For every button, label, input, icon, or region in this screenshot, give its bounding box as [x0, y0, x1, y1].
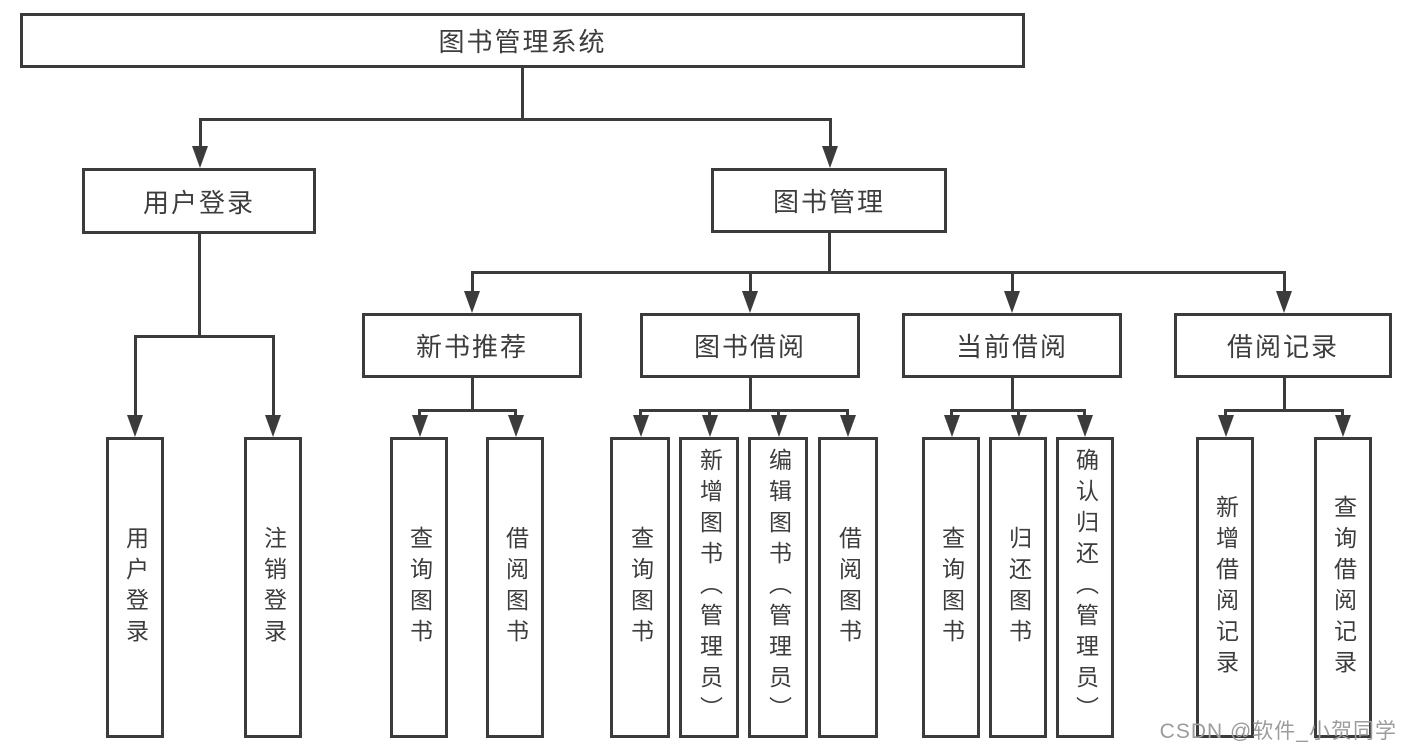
connector-line: [1341, 409, 1344, 419]
connector-line: [639, 409, 849, 412]
connector-line: [1011, 378, 1014, 411]
arrow-down-icon: [192, 146, 208, 168]
connector-line: [1224, 409, 1227, 419]
leaf-logout: 注销登录: [244, 437, 302, 738]
arrow-down-icon: [702, 415, 718, 437]
arrow-down-icon: [127, 415, 143, 437]
connector-line: [777, 409, 780, 419]
arrow-down-icon: [822, 146, 838, 168]
connector-line: [134, 335, 137, 417]
leaf-current-return-books: 归还图书: [989, 437, 1047, 738]
connector-line: [199, 118, 832, 121]
connector-line: [950, 409, 953, 419]
leaf-borrowing-edit-books-admin: 编辑图书（管理员）: [748, 437, 808, 738]
arrow-down-icon: [1004, 291, 1020, 313]
connector-line: [514, 409, 517, 419]
connector-line: [1283, 271, 1286, 296]
connector-line: [521, 67, 524, 119]
node-borrowing-records: 借阅记录: [1174, 313, 1392, 378]
leaf-borrowing-borrow-books: 借阅图书: [818, 437, 878, 738]
connector-line: [1224, 409, 1344, 412]
watermark: CSDN @软件_小贺同学: [1159, 720, 1397, 743]
arrow-down-icon: [1218, 415, 1234, 437]
arrow-down-icon: [633, 415, 649, 437]
arrow-down-icon: [1011, 415, 1027, 437]
node-current-borrowing: 当前借阅: [902, 313, 1122, 378]
connector-line: [1017, 409, 1020, 419]
arrow-down-icon: [840, 415, 856, 437]
arrow-down-icon: [508, 415, 524, 437]
connector-line: [1283, 378, 1286, 411]
arrow-down-icon: [1276, 291, 1292, 313]
arrow-down-icon: [771, 415, 787, 437]
node-library-system: 图书管理系统: [20, 13, 1025, 68]
arrow-down-icon: [1077, 415, 1093, 437]
connector-line: [272, 335, 275, 417]
arrow-down-icon: [944, 415, 960, 437]
leaf-borrowing-query-books: 查询图书: [610, 437, 670, 738]
leaf-borrowing-add-books-admin: 新增图书（管理员）: [679, 437, 739, 738]
connector-line: [198, 232, 201, 337]
connector-line: [471, 271, 1285, 274]
connector-line: [1011, 271, 1014, 296]
arrow-down-icon: [265, 415, 281, 437]
connector-line: [749, 378, 752, 411]
leaf-user-login: 用户登录: [106, 437, 164, 738]
connector-line: [471, 378, 474, 411]
node-book-management: 图书管理: [711, 168, 947, 233]
connector-line: [846, 409, 849, 419]
connector-line: [199, 118, 202, 151]
connector-line: [708, 409, 711, 419]
arrow-down-icon: [412, 415, 428, 437]
node-book-borrowing: 图书借阅: [640, 313, 860, 378]
leaf-records-add-record: 新增借阅记录: [1196, 437, 1254, 738]
leaf-current-confirm-return-admin: 确认归还（管理员）: [1056, 437, 1114, 738]
leaf-recommend-query-books: 查询图书: [390, 437, 448, 738]
connector-line: [829, 118, 832, 151]
node-new-book-recommend: 新书推荐: [362, 313, 582, 378]
connector-line: [418, 409, 517, 412]
connector-line: [471, 271, 474, 296]
connector-line: [828, 232, 831, 273]
arrow-down-icon: [1335, 415, 1351, 437]
leaf-records-query-record: 查询借阅记录: [1314, 437, 1372, 738]
arrow-down-icon: [742, 291, 758, 313]
arrow-down-icon: [464, 291, 480, 313]
connector-line: [749, 271, 752, 296]
node-user-login: 用户登录: [82, 168, 316, 234]
leaf-current-query-books: 查询图书: [922, 437, 980, 738]
connector-line: [639, 409, 642, 419]
leaf-recommend-borrow-books: 借阅图书: [486, 437, 544, 738]
connector-line: [134, 335, 275, 338]
connector-line: [418, 409, 421, 419]
connector-line: [1083, 409, 1086, 419]
